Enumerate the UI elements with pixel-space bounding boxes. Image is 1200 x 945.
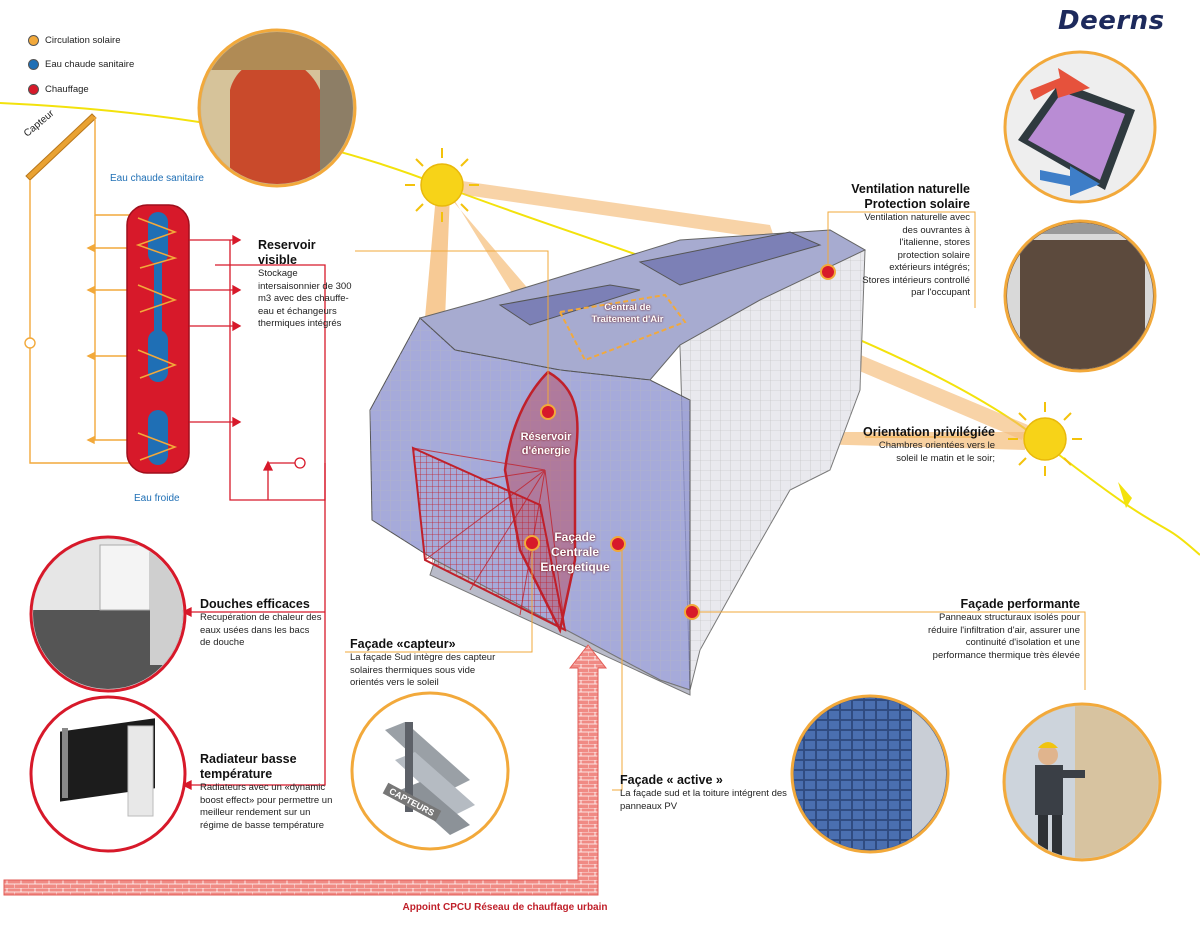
callout-title: Façade performante: [960, 597, 1080, 611]
energy-tank-label: Réservoir d'énergie: [520, 431, 572, 457]
legend-label: Chauffage: [45, 84, 89, 95]
legend-item-solar: Circulation solaire: [28, 34, 121, 48]
legend-label: Eau chaude sanitaire: [45, 59, 135, 70]
energy-reservoir-shape: [503, 370, 579, 634]
central-facade-label: Façade Centrale Energetique: [540, 530, 610, 574]
air-central-label: Central de Traitement d'Air: [591, 302, 664, 325]
photo-circles: [29, 28, 1162, 862]
callout-text: La façade Sud intègre des capteur solair…: [350, 652, 496, 688]
callout-title: Reservoir visible: [258, 238, 316, 267]
callout-text: Radiateurs avec un «dynamic boost effect…: [200, 782, 333, 831]
callout-text: Panneaux structuraux isolés pour réduire…: [927, 612, 1080, 661]
cold-water-label: Eau froide: [134, 493, 180, 504]
building: [369, 229, 867, 696]
callout-capteur-facade: Façade «capteur» La façade Sud intègre d…: [350, 637, 510, 690]
callout-title: Ventilation naturelle Protection solaire: [851, 182, 970, 211]
heating-lines: [181, 234, 326, 791]
leader-lines: [345, 211, 1086, 791]
callout-performante: Façade performante Panneaux structuraux …: [915, 597, 1080, 662]
legend-swatch-heating: [28, 84, 39, 95]
callout-douches: Douches efficaces Recupération de chaleu…: [200, 597, 322, 650]
callout-title: Façade «capteur»: [350, 637, 456, 651]
sun-icon-right: [1008, 402, 1082, 476]
callout-reservoir: Reservoir visible Stockage intersaisonni…: [258, 238, 358, 331]
red-markers: [524, 264, 836, 620]
cpcu-pipe: [3, 644, 608, 896]
legend-label: Circulation solaire: [45, 35, 121, 46]
callout-text: Chambres orientées vers le soleil le mat…: [878, 440, 995, 464]
callout-title: Radiateur basse température: [200, 752, 297, 781]
callout-orientation: Orientation privilégiée Chambres orienté…: [855, 425, 995, 465]
deerns-logo: Deerns: [1058, 6, 1165, 36]
callout-ventilation: Ventilation naturelle Protection solaire…: [820, 182, 970, 300]
callout-title: Orientation privilégiée: [863, 425, 995, 439]
solar-collector: [25, 113, 97, 181]
callout-radiateur: Radiateur basse température Radiateurs a…: [200, 752, 340, 832]
legend-item-hot-water: Eau chaude sanitaire: [28, 58, 134, 72]
callout-title: Façade « active »: [620, 773, 723, 787]
legend-swatch-solar: [28, 35, 39, 46]
callout-text: Ventilation naturelle avec des ouvrantes…: [862, 212, 970, 298]
callout-text: Recupération de chaleur des eaux usées d…: [200, 612, 322, 648]
callout-active: Façade « active » La façade sud et la to…: [620, 773, 790, 813]
callout-text: Stockage intersaisonnier de 300 m3 avec …: [258, 268, 352, 329]
hot-water-tank: [126, 204, 190, 474]
solar-loop: [24, 117, 130, 464]
legend-item-heating: Chauffage: [28, 83, 89, 97]
sun-path-arrow: [1118, 482, 1132, 508]
sun-icon-left: [405, 148, 479, 222]
cpcu-label: Appoint CPCU Réseau de chauffage urbain: [402, 902, 608, 913]
callout-title: Douches efficaces: [200, 597, 310, 611]
legend-swatch-hot-water: [28, 59, 39, 70]
callout-text: La façade sud et la toiture intégrent de…: [620, 788, 787, 812]
hot-water-label: Eau chaude sanitaire: [110, 173, 204, 184]
